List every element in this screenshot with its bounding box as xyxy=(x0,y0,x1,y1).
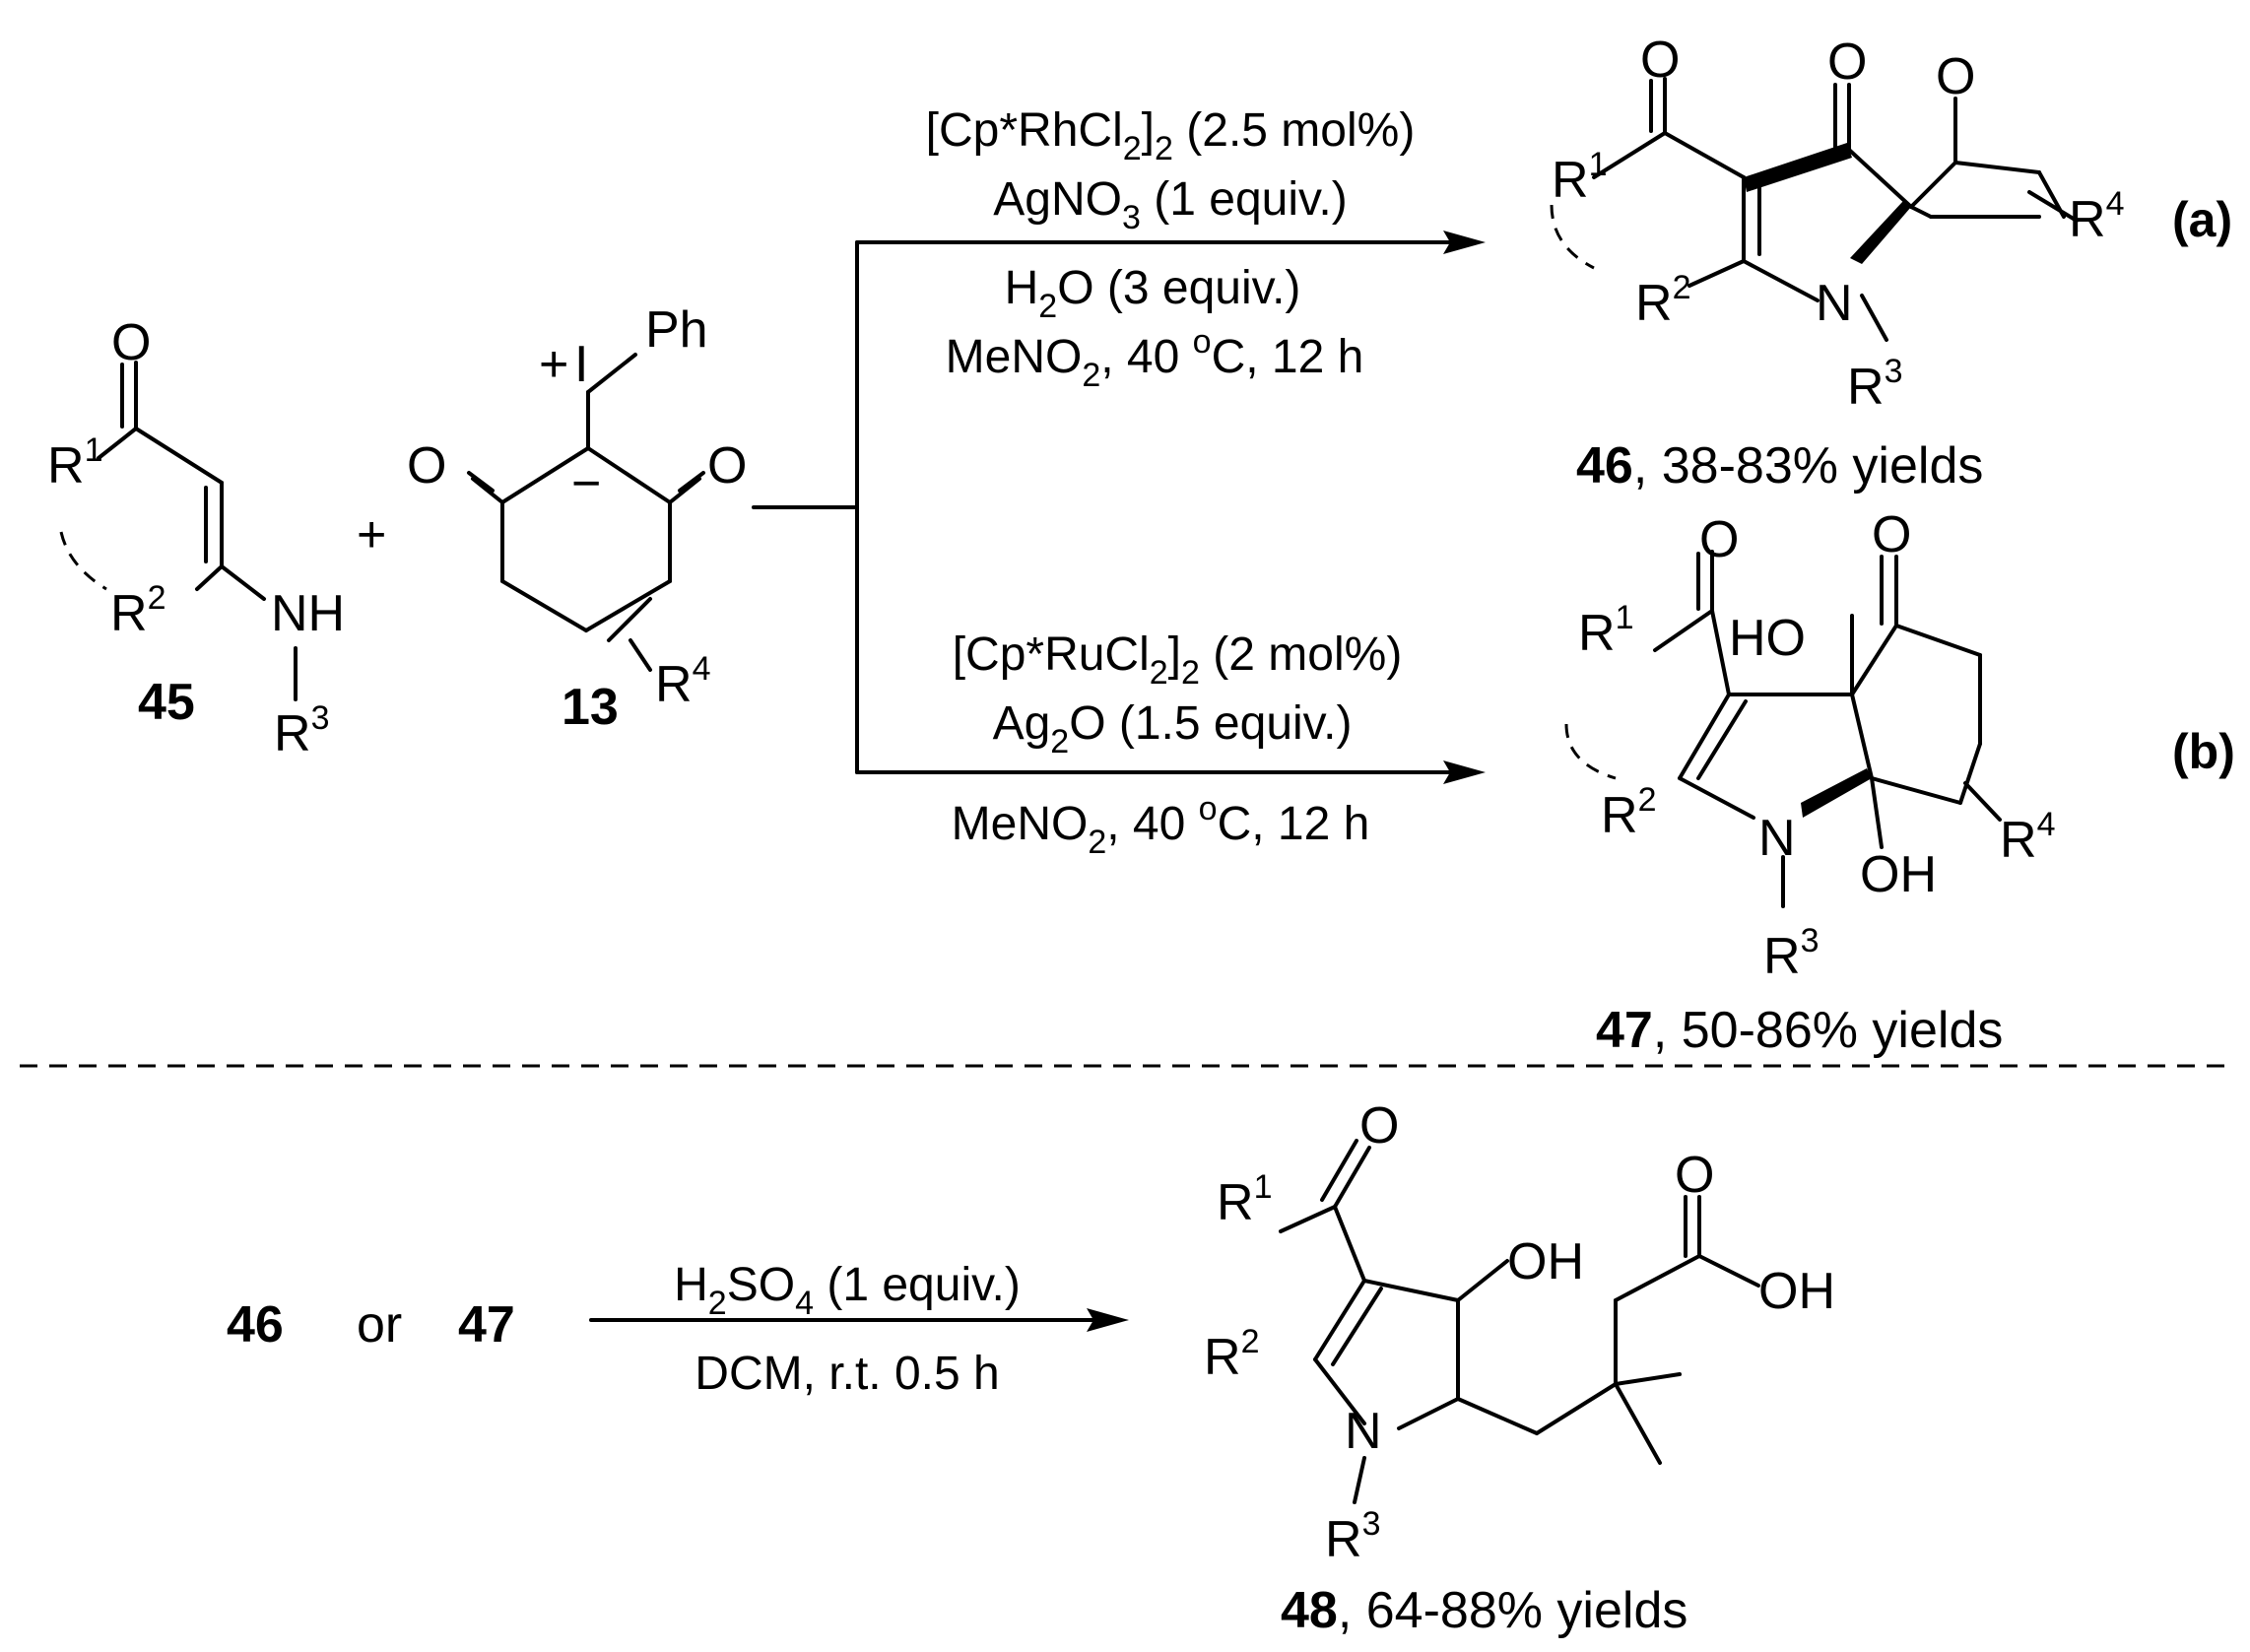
condition-c-solvent: DCM, r.t. 0.5 h xyxy=(695,1348,999,1400)
reaction-b-label: (b) xyxy=(2172,724,2235,779)
iodonium-charge: + xyxy=(539,336,568,393)
reactant-46-label: 46 xyxy=(227,1296,284,1354)
atom-R2: R2 xyxy=(1204,1323,1259,1386)
condition-b-catalyst: [Cp*RuCl2]2 (2 mol%) xyxy=(953,628,1403,692)
atom-R2: R2 xyxy=(110,579,165,642)
carbanion-charge: − xyxy=(571,455,601,512)
branching-arrows xyxy=(752,231,1486,784)
compound-46-structure xyxy=(1550,77,2079,342)
condition-a-catalyst: [Cp*RhCl2]2 (2.5 mol%) xyxy=(926,104,1416,167)
atom-N: N xyxy=(1816,275,1853,332)
atom-R1: R1 xyxy=(1217,1168,1272,1231)
atom-R2: R2 xyxy=(1635,269,1690,332)
or-label: or xyxy=(357,1296,402,1354)
atom-I: I xyxy=(574,336,588,393)
condition-a-additive: AgNO3 (1 equiv.) xyxy=(993,173,1348,236)
atom-O: O xyxy=(1699,511,1739,568)
atom-O: O xyxy=(1675,1147,1714,1204)
condition-c-acid: H2SO4 (1 equiv.) xyxy=(674,1259,1021,1322)
phenyl-group: Ph xyxy=(645,301,708,359)
compound-45-label: 45 xyxy=(138,674,195,731)
atom-R3: R3 xyxy=(274,699,329,762)
atom-N: N xyxy=(1758,810,1796,867)
reactant-47-label: 47 xyxy=(458,1296,515,1354)
atom-OH: OH xyxy=(1758,1263,1835,1320)
plus-sign: + xyxy=(357,506,386,563)
reaction-c-arrow xyxy=(589,1308,1129,1332)
atom-R1: R1 xyxy=(47,431,102,495)
atom-R3: R3 xyxy=(1763,922,1819,985)
atom-NH: NH xyxy=(271,585,345,642)
atom-O: O xyxy=(1936,48,1975,105)
compound-13-structure xyxy=(467,353,705,672)
atom-O: O xyxy=(111,314,151,371)
condition-a-solvent: MeNO2, 40 oC, 12 h xyxy=(946,323,1364,394)
condition-b-oxidant: Ag2O (1.5 equiv.) xyxy=(993,697,1353,760)
compound-45-structure xyxy=(59,361,298,701)
atom-OH: OH xyxy=(1860,846,1937,903)
condition-a-water: H2O (3 equiv.) xyxy=(1005,262,1301,325)
compound-13-label: 13 xyxy=(562,679,619,736)
atom-R3: R3 xyxy=(1325,1505,1380,1568)
atom-R1: R1 xyxy=(1552,146,1607,209)
atom-R4: R4 xyxy=(2000,806,2055,869)
compound-47-structure xyxy=(1564,550,2002,908)
atom-OH: OH xyxy=(1507,1233,1584,1290)
atom-HO: HO xyxy=(1729,610,1806,667)
atom-O: O xyxy=(1359,1097,1399,1155)
atom-O: O xyxy=(1640,32,1680,89)
reaction-a-label: (a) xyxy=(2172,192,2232,247)
atom-R3: R3 xyxy=(1847,353,1902,416)
atom-R4: R4 xyxy=(655,650,710,713)
atom-O: O xyxy=(1872,506,1911,563)
compound-47-yield: 47, 50-86% yields xyxy=(1596,1002,2003,1059)
atom-R2: R2 xyxy=(1601,781,1656,844)
atom-O: O xyxy=(707,437,747,495)
atom-N: N xyxy=(1345,1403,1382,1460)
atom-R1: R1 xyxy=(1578,599,1633,662)
compound-46-yield: 46, 38-83% yields xyxy=(1576,437,1983,495)
atom-O: O xyxy=(1827,33,1867,91)
compound-48-structure xyxy=(1279,1139,1760,1504)
compound-48-yield: 48, 64-88% yields xyxy=(1281,1582,1688,1639)
atom-O: O xyxy=(407,437,446,495)
atom-R4: R4 xyxy=(2069,185,2124,248)
condition-b-solvent: MeNO2, 40 oC, 12 h xyxy=(952,790,1370,861)
